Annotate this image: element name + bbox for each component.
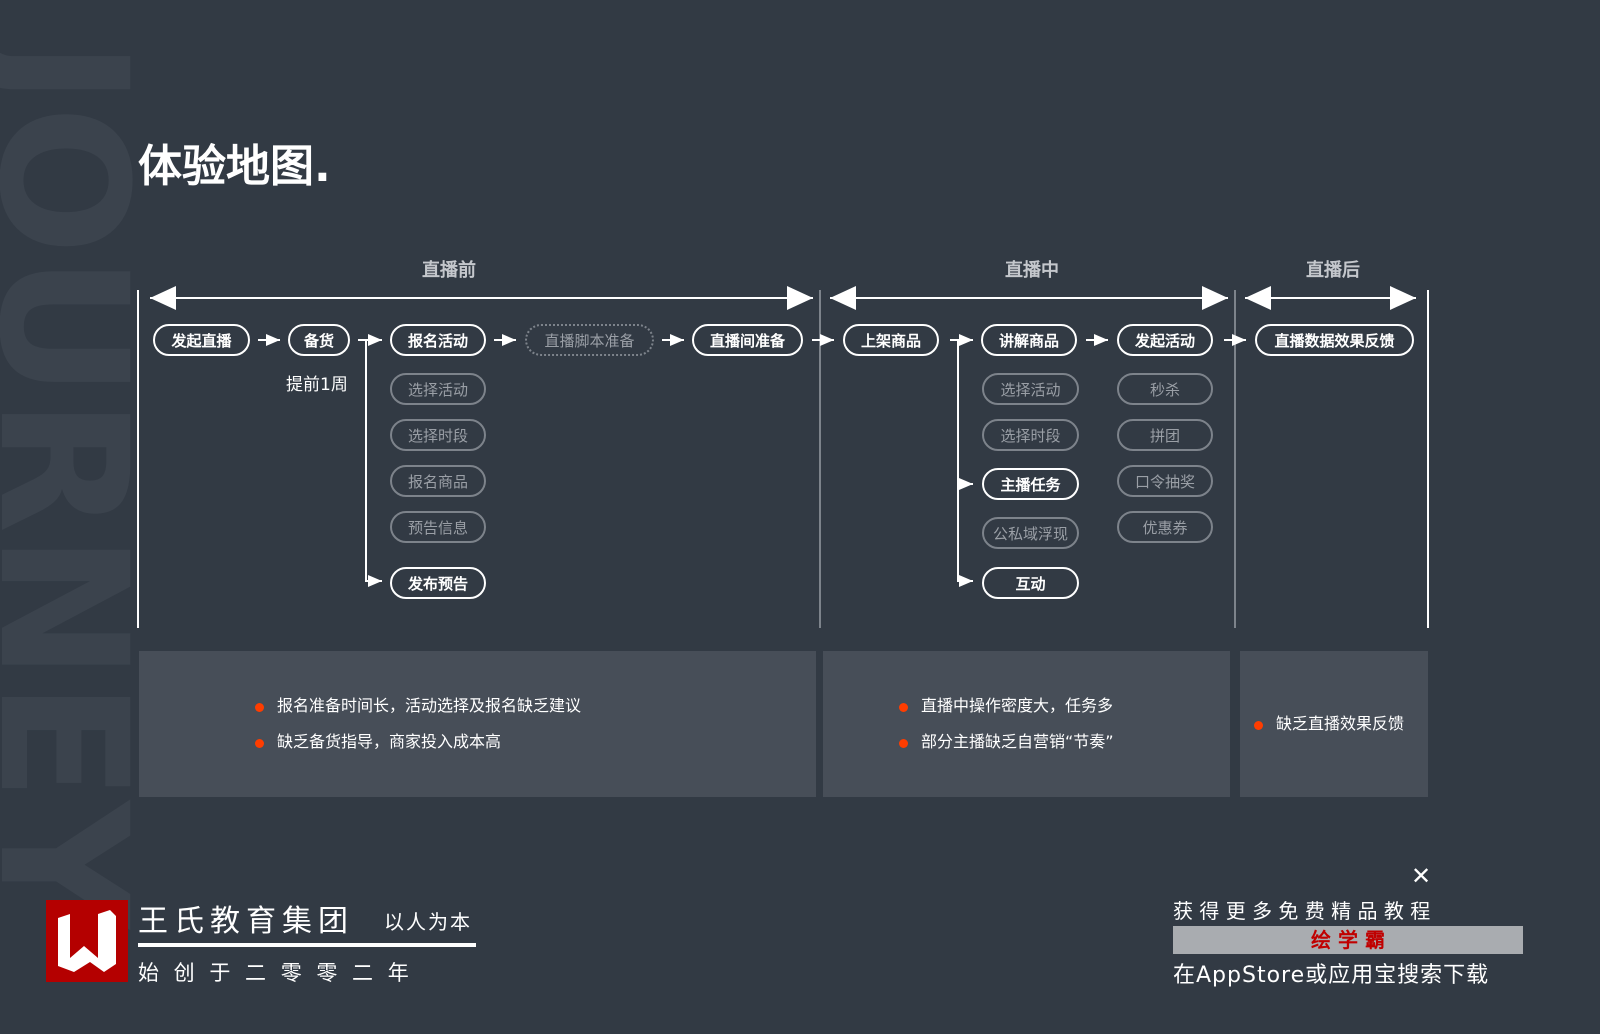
sub-signup: 选择时段: [390, 419, 486, 451]
promo-download: 在AppStore或应用宝搜索下载: [1173, 963, 1490, 988]
founded-text: 始 创 于 二 零 零 二 年: [138, 961, 413, 985]
company-slogan: 以人为本: [384, 910, 472, 934]
close-icon[interactable]: ✕: [1411, 862, 1432, 890]
divider: [138, 943, 476, 947]
pain-point: 直播中操作密度大，任务多: [899, 688, 1230, 724]
pain-point: 报名准备时间长，活动选择及报名缺乏建议: [255, 688, 816, 724]
phase-after: 直播后: [1306, 260, 1360, 281]
sub-signup: 预告信息: [390, 511, 486, 543]
company-name: 王氏教育集团: [138, 904, 354, 939]
sub-explain: 公私域浮现: [982, 517, 1079, 549]
step-script: 直播脚本准备: [525, 324, 654, 356]
sub-explain: 选择活动: [982, 373, 1079, 405]
step-stock: 备货: [288, 324, 350, 356]
promo-brand: 绘 学 霸: [1173, 926, 1523, 954]
pain-point: 部分主播缺乏自营销“节奏”: [899, 724, 1230, 760]
pain-panel-before: 报名准备时间长，活动选择及报名缺乏建议缺乏备货指导，商家投入成本高: [139, 651, 816, 797]
pain-point: 缺乏备货指导，商家投入成本高: [255, 724, 816, 760]
pain-panel-after: 缺乏直播效果反馈: [1240, 651, 1428, 797]
step-signup: 报名活动: [390, 324, 486, 356]
sub-signup-publish: 发布预告: [390, 567, 486, 599]
step-start-live: 发起直播: [153, 324, 250, 356]
phase-before: 直播前: [422, 260, 476, 281]
sub-explain-task: 主播任务: [982, 468, 1079, 500]
sub-activity: 口令抽奖: [1117, 465, 1213, 497]
sub-signup: 选择活动: [390, 373, 486, 405]
promo-line: 获 得 更 多 免 费 精 品 教 程: [1173, 899, 1431, 923]
sub-activity: 秒杀: [1117, 373, 1213, 405]
company-logo: [46, 900, 128, 982]
sub-explain: 选择时段: [982, 419, 1079, 451]
phase-during: 直播中: [1005, 260, 1059, 281]
step-feedback: 直播数据效果反馈: [1255, 324, 1414, 356]
sub-signup: 报名商品: [390, 465, 486, 497]
sub-activity: 优惠券: [1117, 511, 1213, 543]
step-list-goods: 上架商品: [843, 324, 939, 356]
step-explain: 讲解商品: [981, 324, 1077, 356]
note-one-week: 提前1周: [286, 375, 348, 395]
sub-activity: 拼团: [1117, 419, 1213, 451]
page-title: 体验地图.: [138, 141, 331, 192]
step-activity: 发起活动: [1117, 324, 1213, 356]
step-room-prep: 直播间准备: [692, 324, 803, 356]
pain-point: 缺乏直播效果反馈: [1254, 706, 1428, 742]
sub-explain-interact: 互动: [982, 567, 1079, 599]
pain-panel-during: 直播中操作密度大，任务多部分主播缺乏自营销“节奏”: [823, 651, 1230, 797]
